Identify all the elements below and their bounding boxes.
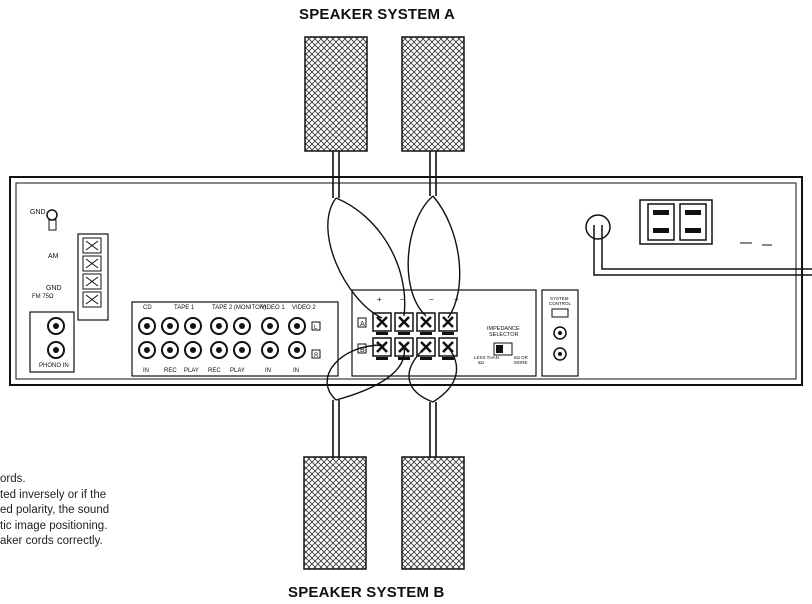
impedance-more: MORE [514,360,528,365]
channel-r-label: R [314,353,319,359]
phono-input: PHONO IN [29,311,75,373]
tape1-play-label: PLAY [184,368,199,374]
jack-group-video2: VIDEO 2 [292,305,316,311]
cord-b-right-stem [429,402,437,457]
cord-b-left-wire2 [335,346,406,401]
plus-label-left: + [377,295,382,304]
speaker-system-a-title: SPEAKER SYSTEM A [299,6,456,23]
rca-jack [161,341,179,359]
rca-jack [138,317,156,335]
impedance-less-than: LESS THAN [474,355,499,360]
caption-line-3: ed polarity, the sound [0,504,110,516]
speaker-b-left [303,456,367,570]
gnd-label: GND [30,209,46,216]
jack-group-tape1: TAPE 1 [174,305,195,311]
speaker-a-left [304,36,368,152]
cord-a-right-wire2 [432,195,461,319]
jack-group-cd: CD [143,305,152,311]
speaker-system-a [304,36,465,152]
speaker-terminal [394,312,414,335]
speaker-terminal [372,312,392,335]
rca-jack [288,317,306,335]
gnd-terminal: GND [30,209,58,231]
antenna-terminals: AM GND FM 75Ω [32,233,109,321]
video1-in-label: IN [265,368,271,374]
speaker-terminal [416,312,436,335]
rca-jack [210,317,228,335]
rca-jack [138,341,156,359]
system-control-label-2: CONTROL [549,301,571,306]
rca-jack [233,317,251,335]
caption-line-5: aker cords correctly. [0,535,103,547]
impedance-label-1: IMPEDANCE [487,326,520,332]
speaker-terminal [438,312,458,335]
ac-outlet [639,199,713,245]
rca-jack [161,317,179,335]
tape2-rec-label: REC [208,368,221,374]
cd-in-label: IN [143,368,149,374]
speaker-terminal [372,337,392,360]
input-jack-panel: CD TAPE 1 TAPE 2 (MONITOR) VIDEO 1 VIDEO… [131,301,339,377]
impedance-6ohm-or: 6Ω OR [514,355,529,360]
cord-a-left-stem [332,151,340,198]
speaker-terminal [416,337,436,360]
system-control-label-1: SYSTEM [550,296,569,301]
speaker-cords [326,151,461,457]
tape2-play-label: PLAY [230,368,245,374]
minus-label-right: − [429,295,434,304]
speaker-a-marker: A [360,321,365,328]
video2-in-label: IN [293,368,299,374]
rca-jack [288,341,306,359]
minus-label-left: − [400,295,405,304]
speaker-b-marker: B [360,347,365,354]
cord-a-left-wire1 [327,197,383,319]
cord-a-right-wire1 [407,195,434,317]
speaker-b-right [401,456,465,570]
rca-jack [184,341,202,359]
caption-text: ords. ted inversely or if the ed polarit… [0,472,268,550]
rca-jack [261,317,279,335]
cord-b-left-wire1 [326,344,383,401]
caption-line-4: tic image positioning. [0,519,108,532]
speaker-system-b [303,456,465,570]
am-label: AM [48,253,59,260]
rca-jack [184,317,202,335]
phono-in-label: PHONO IN [39,363,69,369]
impedance-label-2: SELECTOR [489,332,519,338]
rca-jacks [138,317,306,359]
cord-a-left-wire2 [335,197,406,317]
impedance-6ohm: 6Ω [478,360,485,365]
caption-line-2: ted inversely or if the [0,488,107,501]
speaker-system-b-title: SPEAKER SYSTEM B [288,584,445,601]
rca-jack [261,341,279,359]
rca-jack [210,341,228,359]
jack-group-tape2: TAPE 2 (MONITOR) [212,305,266,311]
cord-b-left-stem [332,400,340,457]
cord-b-right-wire2 [432,346,458,403]
rca-jack [233,341,251,359]
channel-l-label: L [314,325,318,331]
cord-b-right-wire1 [408,346,434,403]
caption-line-1: ords. [0,473,26,485]
fm-ohm-label: FM 75Ω [32,294,54,300]
tape1-rec-label: REC [164,368,177,374]
system-control-panel: SYSTEM CONTROL [541,289,579,377]
speaker-terminal-panel: + − − + A B IMPEDANCE SELECTOR LESS THAN… [351,289,537,377]
gnd2-label: GND [46,285,62,292]
cord-a-right-stem [429,151,437,196]
power-cord [585,214,812,276]
speaker-a-right [401,36,465,152]
jack-group-video1: VIDEO 1 [261,305,285,311]
